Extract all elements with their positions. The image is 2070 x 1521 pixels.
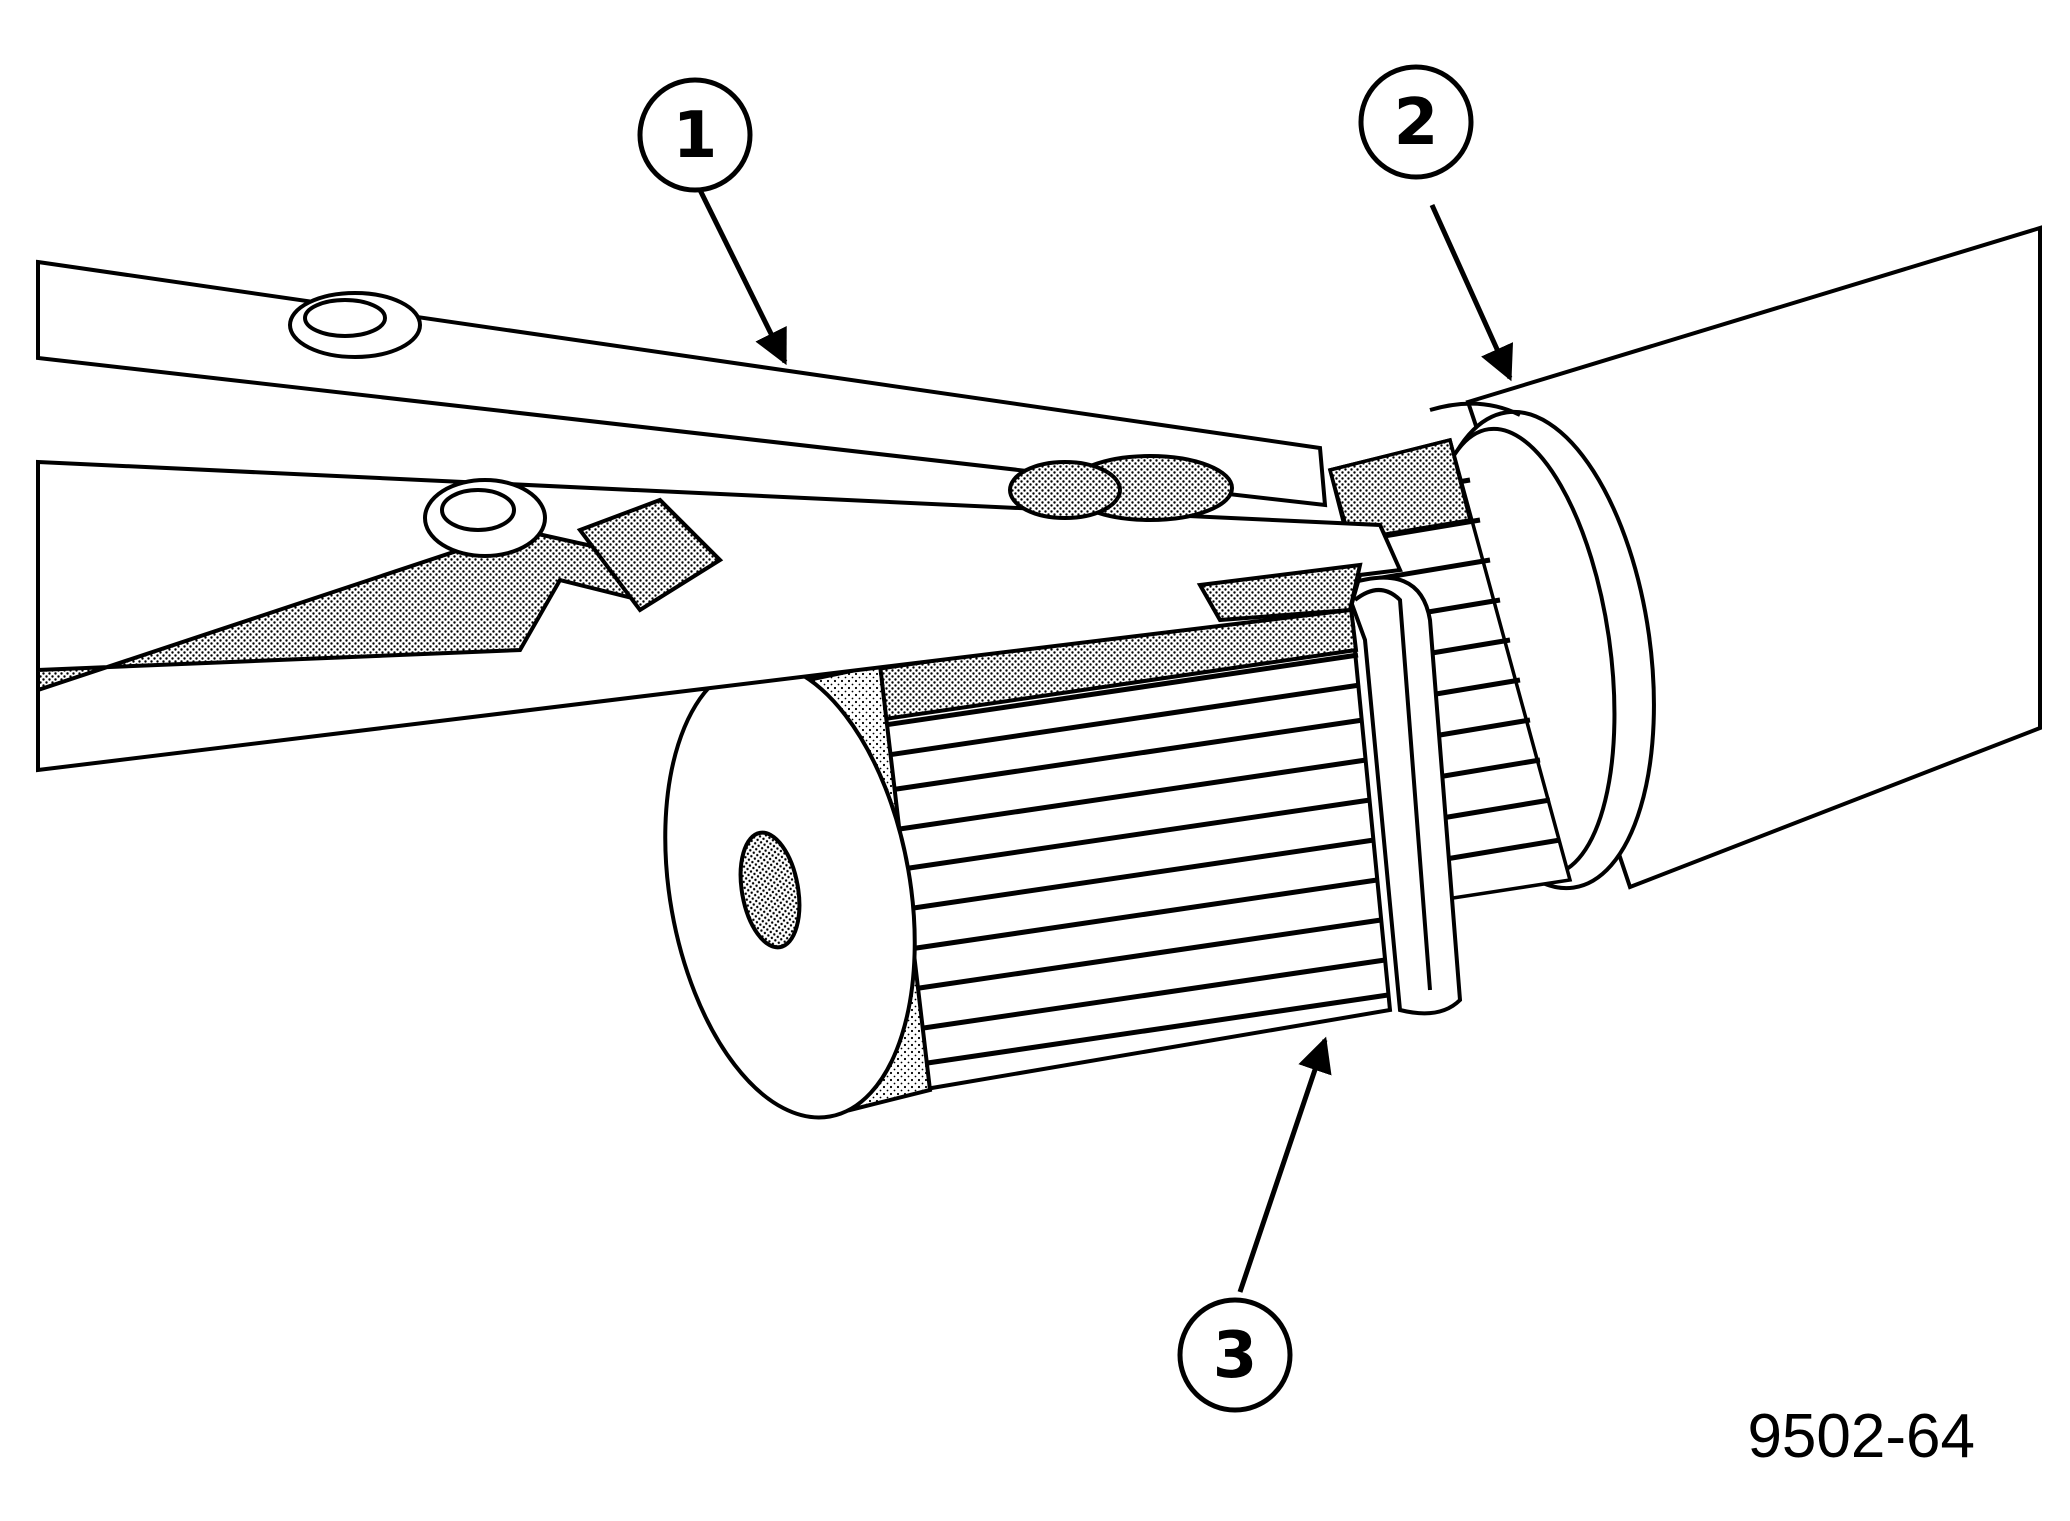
callout-3: 3 xyxy=(1177,1297,1293,1413)
callout-2-label: 2 xyxy=(1394,86,1439,160)
leader-1 xyxy=(697,188,788,366)
snap-ring xyxy=(1342,575,1463,1016)
snap-ring-pliers xyxy=(36,259,1403,773)
callout-1: 1 xyxy=(637,77,753,193)
leader-lines xyxy=(697,188,1514,1293)
leader-2 xyxy=(1429,203,1514,382)
leader-3 xyxy=(1237,1036,1332,1293)
gear-hub xyxy=(663,597,1393,1120)
callout-3-label: 3 xyxy=(1213,1319,1258,1393)
callout-1-label: 1 xyxy=(673,99,718,173)
figure-id: 9502-64 xyxy=(1747,1402,1975,1471)
callout-2: 2 xyxy=(1358,64,1474,180)
